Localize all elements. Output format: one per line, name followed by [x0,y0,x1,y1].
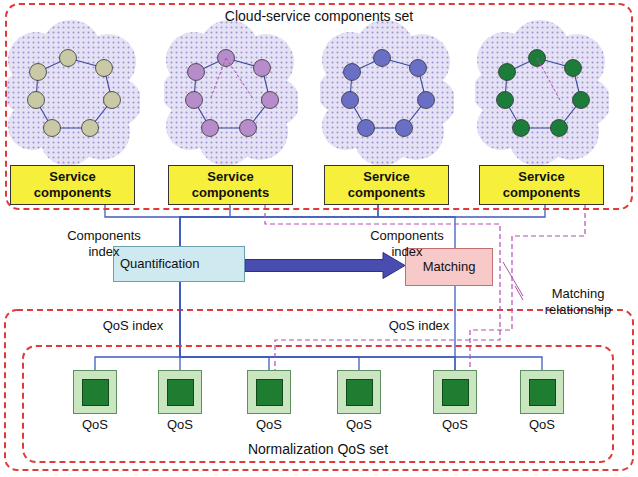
node-text: QoS [510,417,574,433]
node-text: Service components [173,169,288,200]
node-text: Quantification [120,256,200,272]
node-text: Cloud-service components set [7,8,631,25]
process-box: Quantification [113,246,245,282]
service-box: Service components [10,165,135,205]
qos-node: QoS [327,370,391,433]
node-text: Service components [484,169,599,200]
node-text: QoS [327,417,391,433]
qos-square [346,379,373,406]
node-text: Matching [423,259,476,275]
index-line [180,205,545,246]
qos-icon [433,370,477,414]
flow-arrow [245,253,405,279]
qos-square [82,379,109,406]
qos-icon [337,370,381,414]
qos-node: QoS [237,370,301,433]
qos-node: QoS [148,370,212,433]
node-text: Service components [15,169,130,200]
qos-square [167,379,194,406]
service-box: Service components [324,165,449,205]
node-text: QoS [237,417,301,433]
region-band: Normalization QoS set QoS QoS QoS QoS QoS QoS [22,345,614,463]
service-box: Service components [479,165,604,205]
node-text: QoS [423,417,487,433]
qos-icon [247,370,291,414]
index-line [180,205,378,246]
index-label: Components index [366,228,448,259]
qos-square [442,379,469,406]
index-label: Components index [58,228,150,259]
index-line [95,282,180,370]
node-text: Service components [329,169,444,200]
index-label: QoS index [384,318,454,334]
qos-icon [73,370,117,414]
qos-node: QoS [63,370,127,433]
node-text: Normalization QoS set [24,441,612,458]
leader-line [503,262,523,300]
qos-icon [520,370,564,414]
region-band: Cloud-service components setService comp… [5,3,633,210]
callout-label: Matching relationship [524,286,632,317]
node-text: QoS [63,417,127,433]
qos-square [256,379,283,406]
qos-node: QoS [423,370,487,433]
node-text: QoS [148,417,212,433]
region-outline [5,310,633,470]
cloud-graphs [4,20,611,166]
qos-icon [158,370,202,414]
index-line [454,286,455,370]
qos-square [529,379,556,406]
index-label: QoS index [96,318,170,334]
service-box: Service components [168,165,293,205]
index-line [180,282,542,370]
qos-node: QoS [510,370,574,433]
index-line [180,205,230,246]
